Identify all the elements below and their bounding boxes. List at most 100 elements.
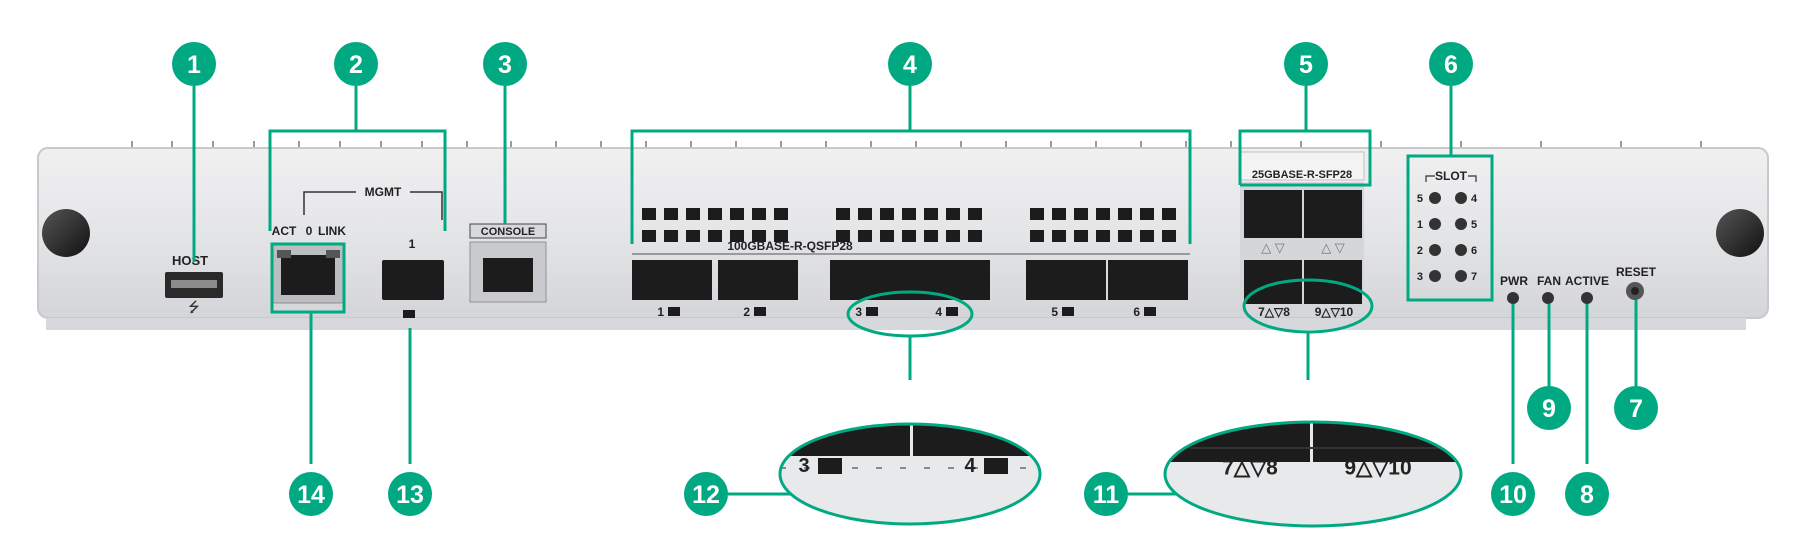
vent-grid <box>642 208 1176 242</box>
pwr-led <box>1507 292 1519 304</box>
zoom-sfp-left-label: 7△▽8 <box>1222 457 1278 480</box>
callout-badges: 1 2 3 4 5 6 7 8 9 10 11 12 13 14 <box>172 42 1658 516</box>
mgmt-port0-label: 0 <box>306 224 313 238</box>
slot-label: SLOT <box>1435 169 1468 183</box>
callout-6: 6 <box>1429 42 1473 86</box>
sfp-label-left: 7△▽8 <box>1258 305 1290 319</box>
qsfp28-port-6[interactable] <box>1108 260 1188 300</box>
console-label: CONSOLE <box>481 226 535 238</box>
qsfp-port-label: 5 <box>1051 305 1058 319</box>
slot-led-panel: SLOT 5 4 1 5 2 6 3 7 <box>1406 154 1494 302</box>
sfp-label-right: 9△▽10 <box>1315 305 1354 319</box>
host-label: HOST <box>172 253 208 268</box>
callout-13: 13 <box>388 472 432 516</box>
callout-7: 7 <box>1614 386 1658 430</box>
svg-text:6: 6 <box>1444 51 1458 79</box>
mgmt-sfp-led <box>403 310 415 318</box>
qsfp28-port-1[interactable] <box>632 260 712 300</box>
svg-text:4: 4 <box>903 51 917 79</box>
qsfp-port-led <box>1062 307 1074 316</box>
svg-text:13: 13 <box>396 481 424 509</box>
qsfp-port-led <box>668 307 680 316</box>
callout-1: 1 <box>172 42 216 86</box>
usb-icon: ⭍ <box>188 299 200 315</box>
zoom-port3-label: 3 <box>798 455 809 477</box>
qsfp-group-label: 100GBASE-R-QSFP28 <box>727 239 853 253</box>
svg-text:7: 7 <box>1629 395 1643 423</box>
active-led <box>1581 292 1593 304</box>
qsfp-port-label: 6 <box>1133 305 1140 319</box>
callout-8: 8 <box>1565 472 1609 516</box>
qsfp-port-label: 1 <box>657 305 664 319</box>
svg-text:8: 8 <box>1580 481 1594 509</box>
sfp-arrows-left: △ ▽ <box>1261 240 1285 255</box>
console-port[interactable]: CONSOLE <box>469 223 547 303</box>
left-thumbscrew <box>42 209 90 257</box>
qsfp28-port-3[interactable] <box>830 260 910 300</box>
zoom-detail-sfp: 7△▽8 9△▽10 <box>1163 420 1463 528</box>
callout-2: 2 <box>334 42 378 86</box>
act-label: ACT <box>272 224 297 238</box>
callout-10: 10 <box>1491 472 1535 516</box>
svg-text:3: 3 <box>498 51 512 79</box>
mgmt-sfp-port-1[interactable] <box>382 260 444 300</box>
callout-5: 5 <box>1284 42 1328 86</box>
qsfp28-port-5[interactable] <box>1026 260 1106 300</box>
host-usb-port[interactable]: HOST ⭍ <box>165 253 223 315</box>
callout-12: 12 <box>684 472 728 516</box>
slot-led <box>1455 192 1467 204</box>
status-leds: PWR FAN ACTIVE RESET <box>1500 265 1657 304</box>
callout-14: 14 <box>289 472 333 516</box>
slot-led <box>1455 244 1467 256</box>
qsfp28-port-2[interactable] <box>718 260 798 300</box>
sfp-port-9[interactable] <box>1304 190 1362 238</box>
qsfp-port-led <box>754 307 766 316</box>
svg-text:10: 10 <box>1499 481 1527 509</box>
qsfp-port-led <box>946 307 958 316</box>
qsfp-port-led <box>866 307 878 316</box>
svg-text:1: 1 <box>187 51 201 79</box>
slot-led-label: 4 <box>1471 193 1478 205</box>
fan-led <box>1542 292 1554 304</box>
sfp-arrows-right: △ ▽ <box>1321 240 1345 255</box>
slot-led-label: 3 <box>1417 271 1423 283</box>
right-thumbscrew <box>1716 209 1764 257</box>
svg-text:5: 5 <box>1299 51 1313 79</box>
svg-text:2: 2 <box>349 51 363 79</box>
link-label: LINK <box>318 224 346 238</box>
mgmt-label: MGMT <box>365 185 402 199</box>
zoom-sfp-right-label: 9△▽10 <box>1344 457 1411 480</box>
svg-text:9: 9 <box>1542 395 1556 423</box>
slot-led <box>1429 218 1441 230</box>
callout-9: 9 <box>1527 386 1571 430</box>
slot-led-label: 6 <box>1471 245 1477 257</box>
active-label: ACTIVE <box>1565 274 1609 288</box>
qsfp-port-led <box>1144 307 1156 316</box>
zoom-port4-label: 4 <box>964 455 976 477</box>
pwr-label: PWR <box>1500 274 1528 288</box>
sfp-port-7[interactable] <box>1244 190 1302 238</box>
qsfp-port-label: 4 <box>935 305 942 319</box>
slot-led-label: 2 <box>1417 245 1423 257</box>
slot-led-label: 5 <box>1471 219 1477 231</box>
svg-text:11: 11 <box>1093 481 1120 509</box>
mgmt-rj45-port-0[interactable] <box>271 242 345 304</box>
qsfp28-port-4[interactable] <box>910 260 990 300</box>
slot-led <box>1455 270 1467 282</box>
fan-label: FAN <box>1537 274 1561 288</box>
qsfp-port-label: 3 <box>855 305 862 319</box>
slot-led-label: 1 <box>1417 219 1423 231</box>
slot-led <box>1429 192 1441 204</box>
slot-led-label: 5 <box>1417 193 1423 205</box>
sfp28-port-group: 25GBASE-R-SFP28 △ ▽ △ ▽ 7△▽8 9△▽10 <box>1239 151 1365 319</box>
zoom-detail-qsfp: 3 4 <box>778 422 1042 526</box>
callout-4: 4 <box>888 42 932 86</box>
sfp-group-label: 25GBASE-R-SFP28 <box>1252 169 1352 181</box>
qsfp-port-label: 2 <box>743 305 750 319</box>
slot-led <box>1429 244 1441 256</box>
slot-led <box>1455 218 1467 230</box>
svg-text:12: 12 <box>692 481 720 509</box>
slot-led-label: 7 <box>1471 271 1477 283</box>
mgmt-ports: MGMT ACT 0 LINK 1 <box>271 185 444 318</box>
